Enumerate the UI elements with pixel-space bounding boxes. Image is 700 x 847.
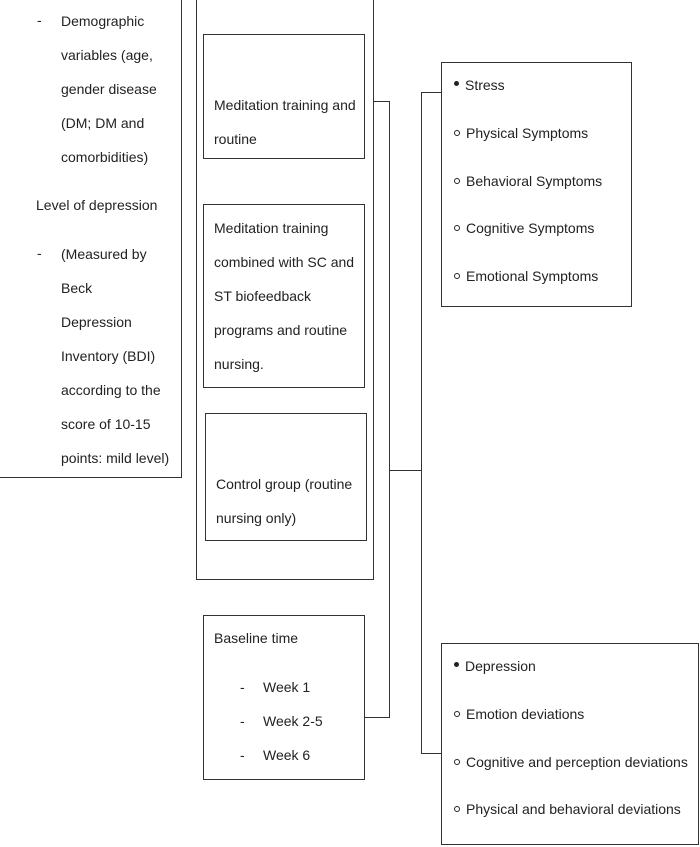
measured-line: according to the: [61, 382, 161, 398]
control-group-box: Control group (routine nursing only): [205, 413, 367, 541]
depression-item: Emotion deviations: [454, 706, 584, 722]
control-line: nursing only): [216, 510, 297, 526]
open-bullet-icon: [454, 273, 460, 280]
depression-item-text: Cognitive and perception deviations: [466, 754, 688, 770]
demographic-line: comorbidities): [61, 149, 149, 165]
demographic-variables-text: Demographic variables (age, gender disea…: [61, 4, 157, 174]
demographic-line: variables (age,: [61, 47, 153, 63]
baseline-time-box: Baseline time - - - Week 1 Week 2-5 Week…: [203, 615, 365, 780]
stress-item: Behavioral Symptoms: [454, 173, 602, 189]
stress-item: Cognitive Symptoms: [454, 220, 594, 236]
open-bullet-icon: [454, 806, 460, 813]
stress-item-text: Behavioral Symptoms: [466, 173, 603, 189]
demographic-line: Demographic: [61, 13, 145, 29]
connector-line: [389, 470, 422, 471]
stress-item: Physical Symptoms: [454, 125, 588, 141]
measured-line: score of 10-15: [61, 416, 151, 432]
combined-line: combined with SC and: [214, 254, 355, 270]
independent-variables-box: - Demographic variables (age, gender dis…: [0, 0, 182, 478]
stress-item-text: Emotional Symptoms: [466, 268, 599, 284]
open-bullet-icon: [454, 711, 460, 718]
measured-dash: -: [37, 245, 42, 261]
connector-line: [421, 753, 441, 754]
open-bullet-icon: [454, 178, 460, 185]
connector-line: [421, 92, 441, 93]
measured-line: Inventory (BDI): [61, 348, 156, 364]
week-label: Week 2-5: [263, 713, 323, 729]
week-dash: -: [240, 747, 245, 763]
depression-item-text: Physical and behavioral deviations: [466, 801, 681, 817]
depression-level-heading: Level of depression: [36, 197, 158, 213]
combined-line: programs and routine: [214, 322, 348, 338]
meditation-training-box: Meditation training and routine: [203, 34, 365, 159]
meditation-biofeedback-text: Meditation training combined with SC and…: [214, 211, 358, 381]
meditation-biofeedback-box: Meditation training combined with SC and…: [203, 204, 365, 388]
combined-line: Meditation training: [214, 220, 329, 236]
stress-item-text: Physical Symptoms: [466, 125, 589, 141]
week-label: Week 1: [263, 679, 311, 695]
demographic-line: gender disease: [61, 81, 157, 97]
depression-item: Physical and behavioral deviations: [454, 801, 681, 817]
week-label: Week 6: [263, 747, 311, 763]
stress-item-text: Cognitive Symptoms: [466, 220, 595, 236]
demographic-line: (DM; DM and: [61, 115, 145, 131]
measured-line: Depression: [61, 314, 132, 330]
depression-title-text: Depression: [465, 658, 536, 674]
depression-item-text: Emotion deviations: [466, 706, 585, 722]
depression-outcome-box: Depression Emotion deviations Cognitive …: [441, 643, 699, 845]
demographic-dash: -: [37, 12, 42, 28]
combined-line: nursing.: [214, 356, 264, 372]
stress-title-text: Stress: [465, 77, 505, 93]
depression-title: Depression: [454, 658, 536, 674]
connector-line: [374, 101, 390, 102]
connector-line: [421, 92, 422, 753]
stress-item: Emotional Symptoms: [454, 268, 598, 284]
bdi-measure-text: (Measured by Beck Depression Inventory (…: [61, 237, 181, 475]
stress-title: Stress: [454, 77, 505, 93]
week-dash: -: [240, 713, 245, 729]
filled-bullet-icon: [454, 80, 459, 86]
filled-bullet-icon: [454, 661, 459, 667]
combined-line: ST biofeedback: [214, 288, 312, 304]
week-dash: -: [240, 679, 245, 695]
open-bullet-icon: [454, 759, 460, 766]
control-group-text: Control group (routine nursing only): [216, 467, 360, 535]
measured-line: points: mild level): [61, 450, 170, 466]
connector-line: [365, 717, 390, 718]
open-bullet-icon: [454, 130, 460, 137]
meditation-line: routine: [214, 131, 257, 147]
baseline-time-title: Baseline time: [214, 630, 299, 646]
measured-line: (Measured by Beck: [61, 246, 147, 296]
stress-outcome-box: Stress Physical Symptoms Behavioral Symp…: [441, 62, 632, 307]
meditation-training-text: Meditation training and routine: [214, 88, 358, 156]
control-line: Control group (routine: [216, 476, 353, 492]
open-bullet-icon: [454, 225, 460, 232]
meditation-line: Meditation training and: [214, 97, 356, 113]
depression-item: Cognitive and perception deviations: [454, 754, 688, 770]
connector-line: [389, 101, 390, 718]
